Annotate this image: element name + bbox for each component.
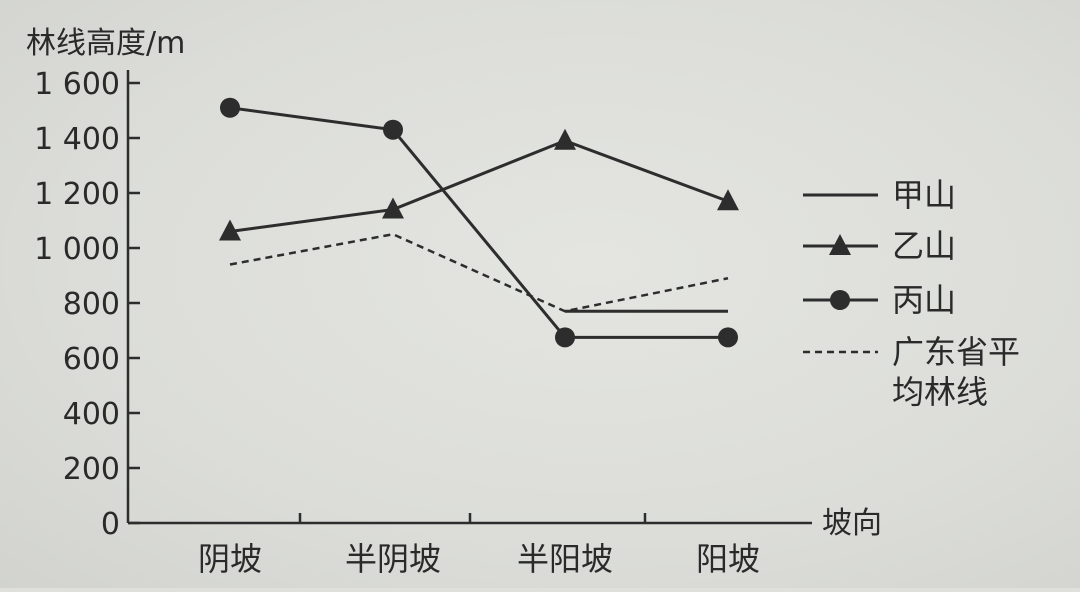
legend-label: 乙山 [892,227,956,265]
data-point-circle [220,97,240,118]
legend-label: 甲山 [892,176,956,214]
data-point-triangle [219,219,241,241]
y-tick-label: 1 600 [34,67,120,102]
data-point-triangle [382,197,404,219]
series-3 [229,232,729,313]
legend-item: 甲山 [803,176,956,214]
series-line [229,139,729,233]
y-tick-label: 600 [63,342,120,377]
legend-label-line: 乙山 [892,227,956,265]
y-tick-label: 0 [101,507,120,542]
series-line [229,106,728,339]
y-ticks: 0 200 400 600 800 1 000 1 200 1 400 1 600 [34,67,140,542]
legend-label-line: 丙山 [892,281,956,319]
legend-item: 乙山 [803,227,956,265]
data-point-circle [555,327,575,348]
data-point-circle [383,119,403,140]
legend-item: 广东省平均林线 [803,333,1020,411]
y-tick-label: 200 [63,452,120,487]
y-tick-label: 800 [63,287,120,322]
legend-marker-circle [830,290,850,310]
legend-label: 丙山 [892,281,956,319]
series-2 [220,97,738,348]
x-ticks: 阴坡 半阴坡 半阳坡 阳坡 [198,513,760,578]
y-tick-label: 1 200 [34,177,120,212]
legend-label: 广东省平均林线 [892,333,1020,411]
y-tick-label: 1 000 [34,232,120,267]
x-category-label: 阳坡 [696,540,760,578]
legend-label-line: 均林线 [892,373,988,411]
y-tick-label: 1 400 [34,122,120,157]
x-category-label: 半阳坡 [517,540,613,578]
series-line [229,232,729,313]
series-layer [219,97,739,348]
x-axis-title: 坡向 [822,506,882,541]
legend-label-line: 甲山 [892,176,956,214]
data-point-circle [718,327,738,348]
data-point-triangle [554,128,576,150]
y-tick-label: 400 [63,397,120,432]
x-category-label: 阴坡 [198,540,262,578]
x-category-label: 半阴坡 [345,540,441,578]
axes [126,70,812,525]
data-point-triangle [717,189,739,211]
legend-marker-triangle [829,234,851,255]
legend-label-line: 广东省平 [892,333,1020,371]
series-1 [219,128,739,241]
y-axis-title: 林线高度/m [26,26,185,61]
legend-item: 丙山 [803,281,956,319]
